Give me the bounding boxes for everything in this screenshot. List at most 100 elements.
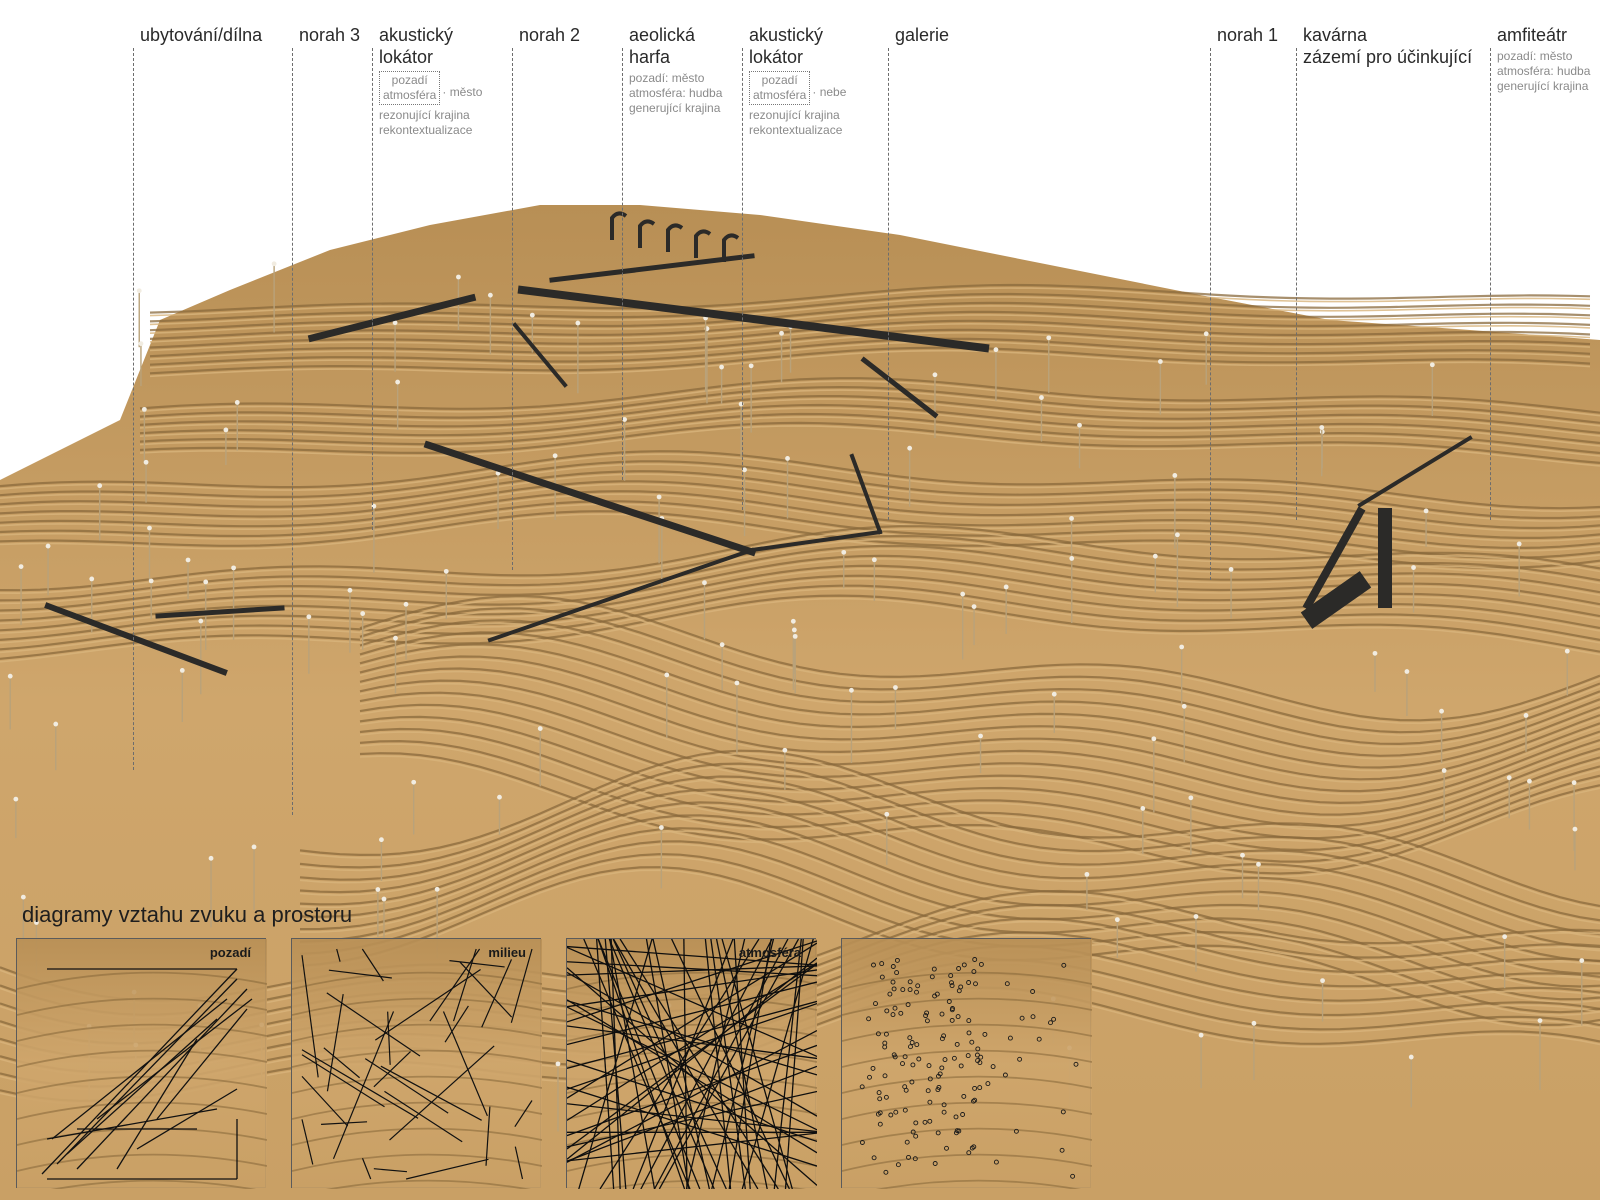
pin-head — [1423, 508, 1429, 514]
dark-structures — [44, 211, 1473, 676]
contour-line — [299, 749, 1600, 908]
diagram-line — [653, 939, 789, 1189]
pin-head — [907, 445, 913, 451]
contour-line — [299, 762, 1600, 922]
structure-bar — [307, 293, 477, 343]
diagram-dot — [907, 979, 913, 985]
diagram-dot — [924, 1010, 930, 1016]
contour-highlight — [0, 538, 1600, 605]
diagram-line — [485, 1106, 491, 1166]
diagram-line — [301, 1054, 385, 1108]
diagram-dot — [954, 1128, 960, 1134]
contour-line — [359, 715, 1600, 840]
contour-highlight — [0, 548, 1600, 615]
diagram-dot — [1004, 981, 1010, 987]
pin-head — [251, 844, 257, 850]
diagram-dot — [923, 1013, 929, 1019]
diagram-dot — [902, 1107, 908, 1113]
pin-head — [1527, 778, 1532, 784]
diagram-line — [136, 1088, 238, 1150]
diagram-line — [361, 1158, 372, 1180]
panel-contour — [292, 1049, 542, 1068]
pin-head — [138, 341, 144, 347]
diagram-line — [156, 1008, 248, 1120]
diagram-dot — [1030, 1014, 1036, 1020]
diagram-dot — [875, 1031, 881, 1037]
pin-head — [1140, 806, 1146, 811]
pin-head — [487, 292, 493, 298]
diagram-line — [567, 957, 817, 1160]
contour-line — [0, 470, 1600, 530]
diagram-dot — [882, 1044, 888, 1050]
pin-head — [393, 635, 398, 641]
pin-head — [849, 687, 854, 693]
zone-note: atmosféra: hudba — [629, 86, 723, 100]
contour-highlight — [0, 473, 1600, 532]
pin-head — [234, 400, 240, 405]
contour-highlight — [139, 425, 1600, 467]
diagram-dot — [958, 1063, 964, 1069]
boxed-note: pozadí — [391, 73, 428, 87]
diagram-dot — [974, 1052, 980, 1058]
contour-highlight — [139, 398, 1600, 437]
contour-line — [149, 337, 1591, 366]
zone-note: rezonující krajina — [379, 108, 470, 122]
diagram-dot — [926, 1063, 932, 1069]
pin-head — [792, 633, 798, 639]
diagram-dot — [978, 961, 984, 967]
pin-head — [97, 483, 103, 489]
diagram-line — [76, 988, 248, 1170]
diagram-dot — [935, 1130, 941, 1136]
pin-head — [785, 456, 790, 461]
diagram-line — [373, 1051, 411, 1088]
diagram-dot — [893, 1109, 899, 1115]
diagram-dot — [891, 986, 897, 992]
pin-head — [347, 587, 353, 593]
diagram-dot — [1017, 1056, 1023, 1062]
zone-label-line: norah 3 — [299, 25, 361, 45]
diagram-panel-atmosfera: atmosféra — [566, 938, 817, 1189]
pin-head — [231, 565, 236, 571]
diagram-panel-pozadi: pozadí — [16, 938, 267, 1189]
pin-head — [185, 557, 191, 563]
contour-highlight — [0, 453, 1600, 513]
pin-head — [1372, 650, 1378, 656]
diagram-dot — [909, 1040, 915, 1045]
diagram-dot — [953, 1114, 959, 1120]
diagram-line — [41, 968, 238, 1175]
pin-head — [1571, 780, 1577, 786]
contour-highlight — [149, 305, 1591, 334]
diagram-dot — [990, 1064, 996, 1070]
diagram-dot — [907, 1035, 913, 1041]
diagram-line — [599, 939, 760, 1189]
contour-highlight — [359, 634, 1600, 760]
pin-head — [45, 543, 51, 549]
cafe-block — [1378, 508, 1392, 608]
contour-highlight — [149, 287, 1591, 317]
diagram-dot — [922, 1119, 928, 1125]
contour-line — [0, 554, 1600, 622]
pin-head — [884, 811, 890, 817]
diagram-dot — [1051, 1016, 1057, 1022]
harp-element — [666, 223, 684, 252]
contour-highlight — [149, 349, 1591, 378]
diagram-dot — [939, 1011, 945, 1017]
diagram-line — [567, 969, 817, 1008]
panel-contour — [17, 1049, 267, 1068]
diagram-dot — [900, 1061, 905, 1067]
diagram-dot — [932, 1161, 938, 1166]
diagram-line — [741, 939, 814, 1189]
contour-highlight — [139, 380, 1600, 417]
contour-highlight — [359, 743, 1600, 866]
diagram-line — [96, 998, 253, 1120]
contour-line — [0, 500, 1600, 559]
contour-highlight — [359, 646, 1600, 772]
pin-head — [841, 549, 847, 555]
diagram-dot — [873, 1001, 878, 1007]
diagram-line — [609, 939, 656, 1189]
diagram-dot — [972, 1085, 978, 1091]
diagram-dot — [960, 1112, 966, 1117]
diagram-line — [583, 939, 691, 1189]
